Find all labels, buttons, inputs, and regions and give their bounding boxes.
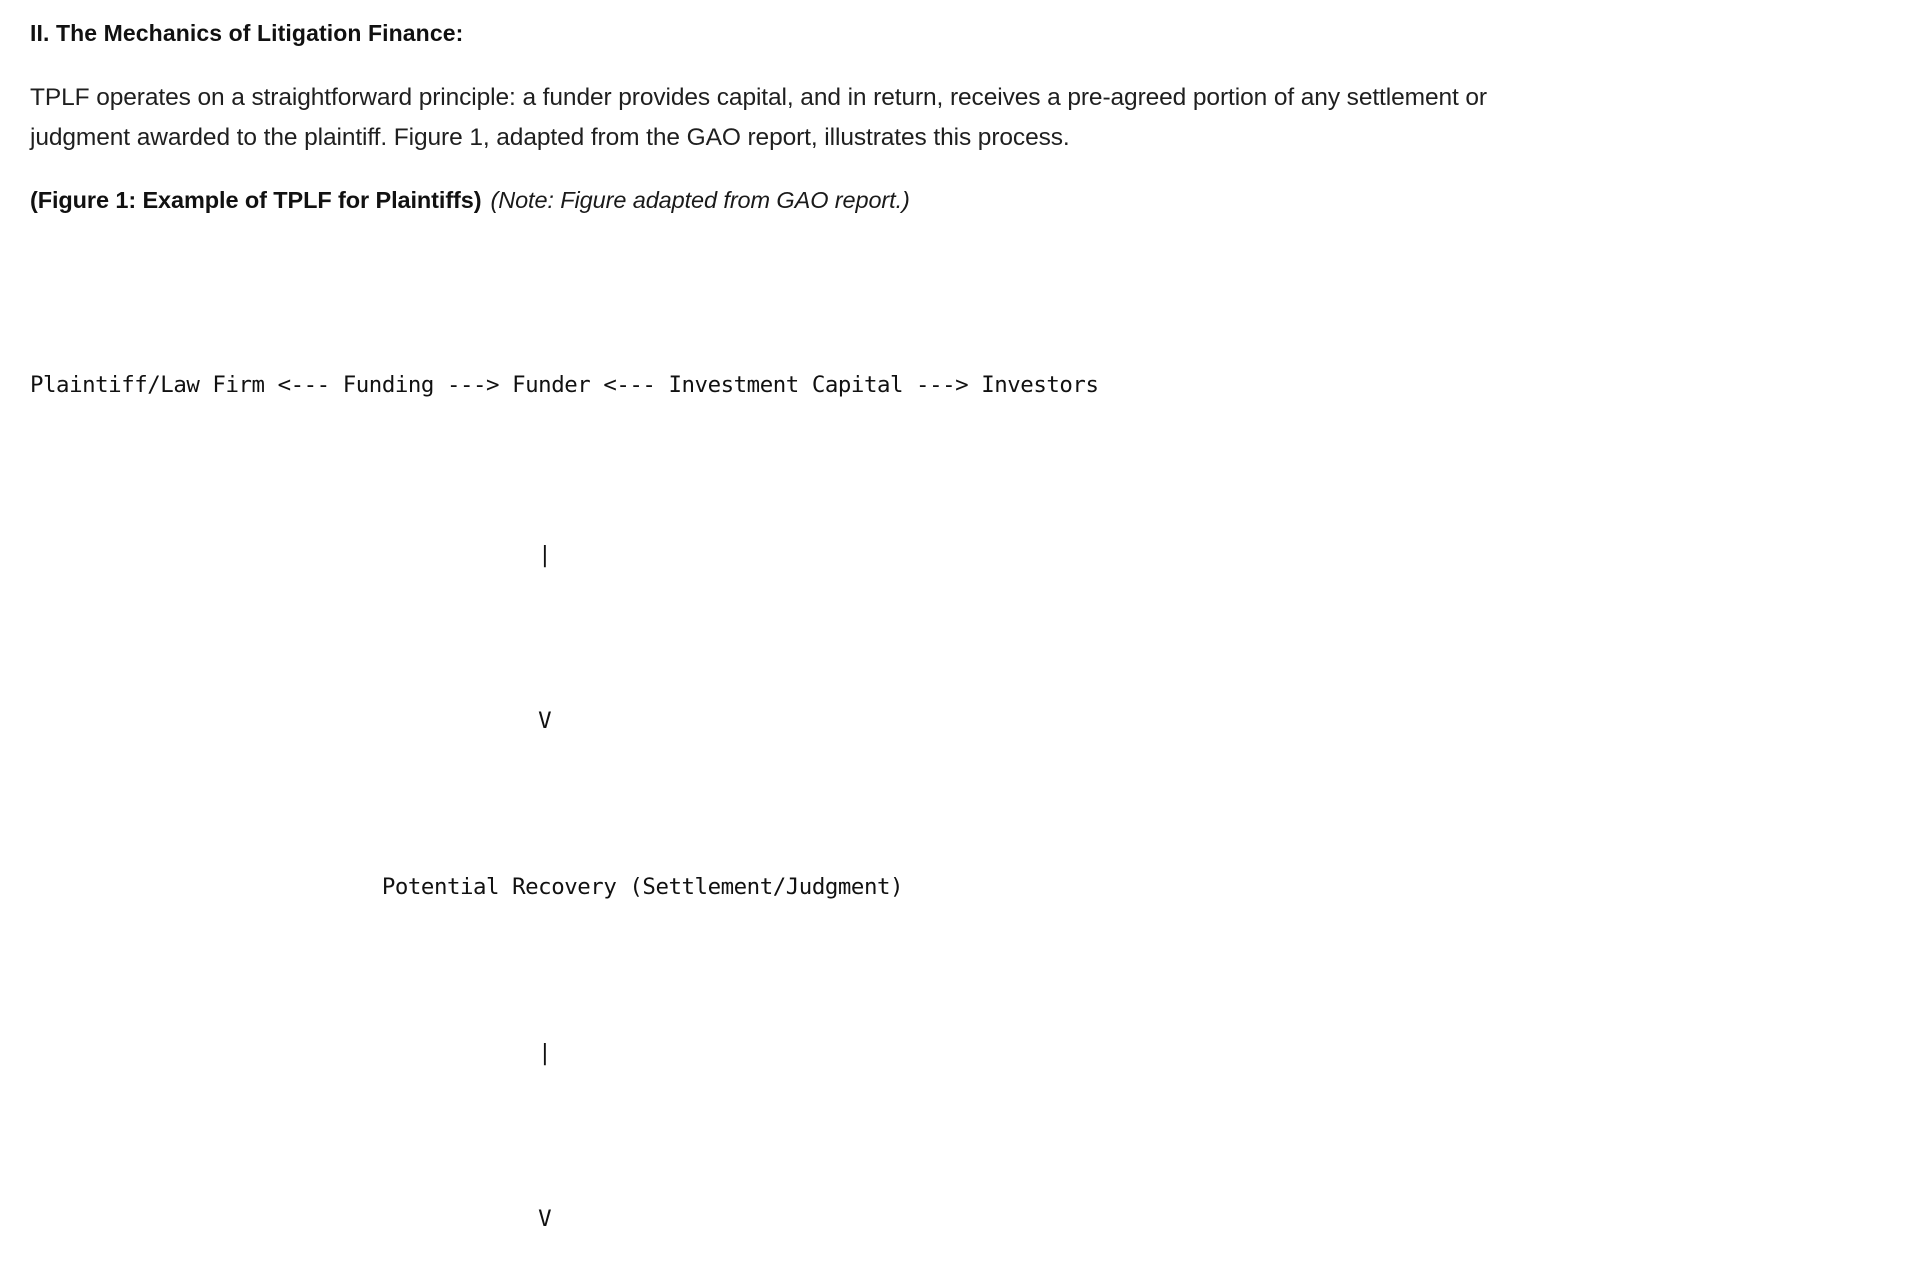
document-page: II. The Mechanics of Litigation Finance:… [30, 20, 1880, 1232]
diagram-line-connector-pipe-1: | [30, 542, 552, 568]
diagram-line-connector-pipe-2: | [30, 1040, 552, 1066]
figure-caption-note: (Note: Figure adapted from GAO report.) [490, 187, 910, 213]
body-paragraph: TPLF operates on a straightforward princ… [30, 84, 1487, 151]
figure-caption: (Figure 1: Example of TPLF for Plaintiff… [30, 184, 1880, 216]
diagram-line-arrow-down-1: V [30, 708, 552, 734]
figure-caption-title: (Figure 1: Example of TPLF for Plaintiff… [30, 187, 482, 213]
diagram-line-funding-flow: Plaintiff/Law Firm <--- Funding ---> Fun… [30, 372, 1099, 398]
diagram-line-arrow-down-2: V [30, 1206, 552, 1232]
page-title: II. The Mechanics of Litigation Finance: [30, 20, 464, 46]
tplf-flow-diagram: Plaintiff/Law Firm <--- Funding ---> Fun… [30, 240, 1880, 1284]
diagram-line-potential-recovery: Potential Recovery (Settlement/Judgment) [30, 874, 904, 900]
